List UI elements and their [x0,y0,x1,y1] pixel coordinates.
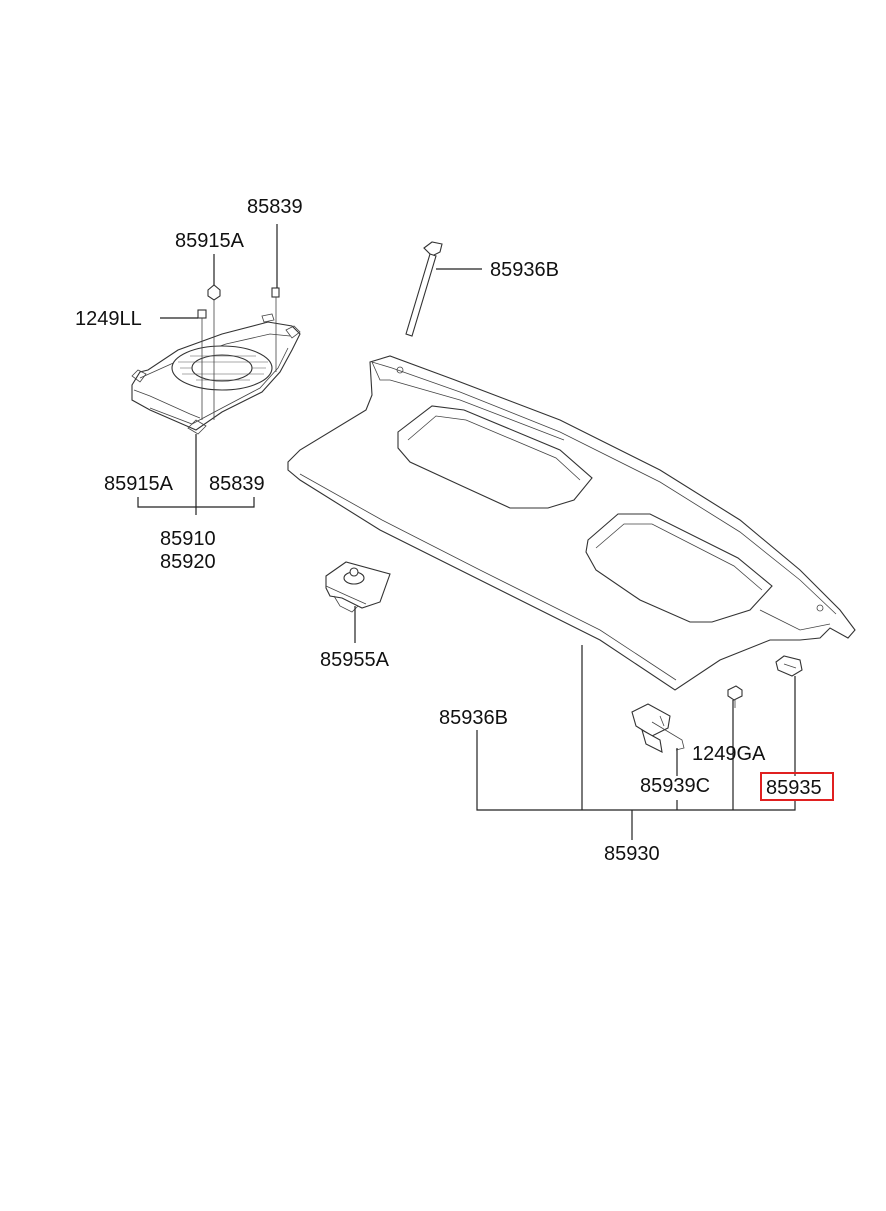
label-85935[interactable]: 85935 [766,777,822,799]
bracket-85910 [137,497,255,508]
clip-85935-part[interactable] [775,655,803,677]
speaker-bracket-part[interactable] [131,313,301,435]
label-85939C: 85939C [640,775,710,797]
label-85955A: 85955A [320,649,390,671]
label-1249GA: 1249GA [692,743,766,765]
package-tray-part[interactable] [287,355,856,691]
bolt-1249LL-part[interactable] [197,309,207,420]
bracket-85930 [476,730,796,811]
highlight-box-85935 [760,772,834,801]
label-85920: 85920 [160,551,216,573]
label-85915A-top: 85915A [175,230,245,252]
label-1249LL: 1249LL [75,308,142,330]
rod-85936B-part[interactable] [405,241,443,337]
label-85915A-bottom: 85915A [104,473,174,495]
label-85930: 85930 [604,843,660,865]
latch-85939C-part[interactable] [631,703,685,753]
label-85839-top: 85839 [247,196,303,218]
screw-1249GA-part[interactable] [727,685,743,708]
label-85839-bottom: 85839 [209,473,265,495]
clip-85839-part[interactable] [271,287,280,372]
label-85936B-bottom: 85936B [439,707,508,729]
label-85910: 85910 [160,528,216,550]
clip-85955A-part[interactable] [325,561,391,613]
label-85936B-top: 85936B [490,259,559,281]
nut-85915A-part[interactable] [207,284,221,420]
